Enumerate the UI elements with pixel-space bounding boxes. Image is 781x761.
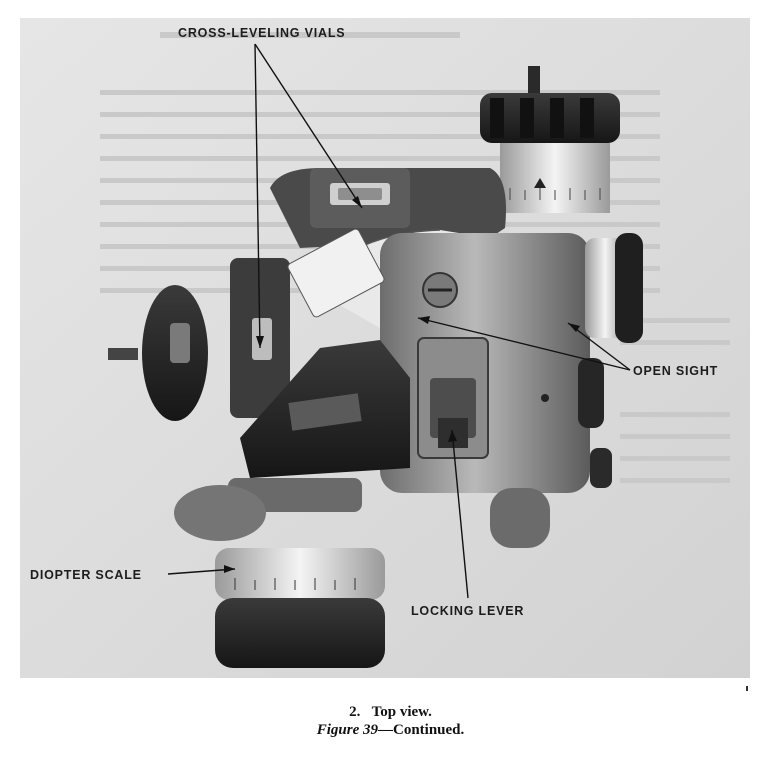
top-right-knob bbox=[480, 66, 620, 213]
cross-leveling-vials-label: CROSS-LEVELING VIALS bbox=[178, 26, 346, 40]
caption-title-line: 2. Top view. bbox=[0, 703, 781, 721]
instrument-photograph bbox=[20, 18, 750, 678]
locking-lever-label: LOCKING LEVER bbox=[411, 604, 525, 618]
caption-continued: —Continued. bbox=[377, 722, 465, 738]
figure-caption: 2. Top view. Figure 39—Continued. bbox=[0, 703, 781, 739]
instrument-body bbox=[108, 168, 643, 668]
caption-figure-word: Figure 39 bbox=[316, 722, 378, 738]
caption-number: 2. bbox=[349, 704, 361, 720]
diopter-scale-label: DIOPTER SCALE bbox=[30, 568, 142, 582]
caption-figure-line: Figure 39—Continued. bbox=[0, 721, 781, 739]
callout-leader-lines bbox=[167, 43, 631, 599]
caption-title: Top view. bbox=[371, 704, 432, 720]
margin-mark bbox=[746, 686, 748, 691]
open-sight-label: OPEN SIGHT bbox=[633, 364, 719, 378]
